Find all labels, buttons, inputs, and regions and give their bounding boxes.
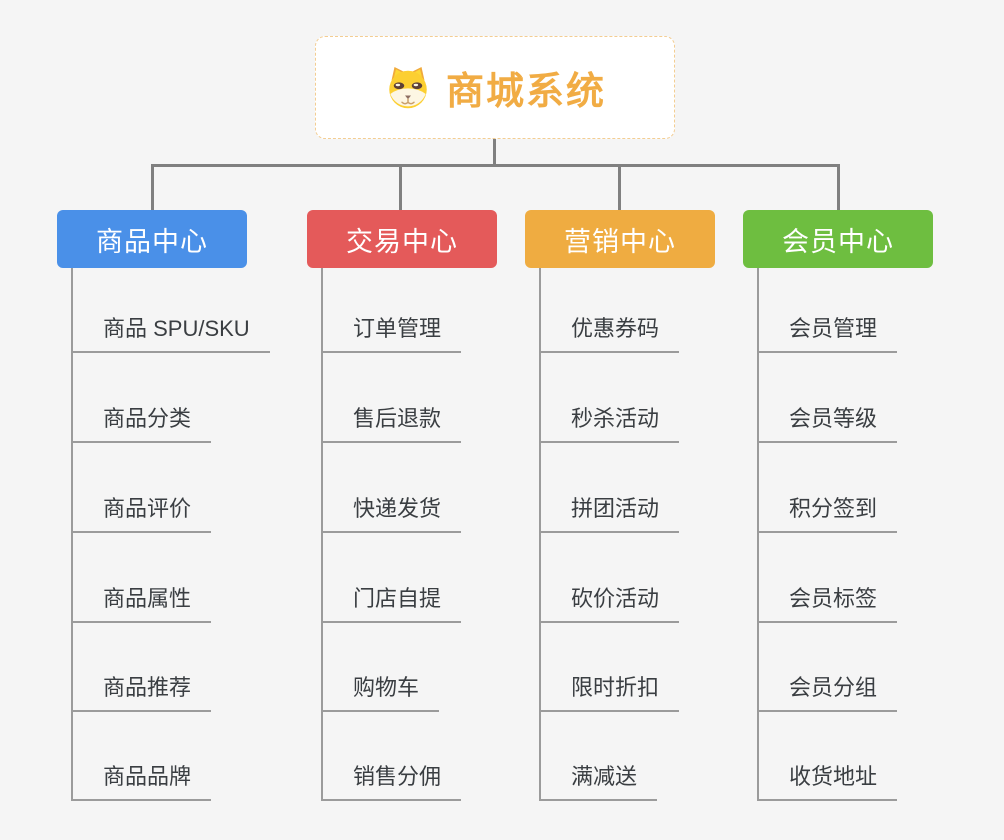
leaf-item[interactable]: 收货地址 — [757, 761, 898, 801]
leaf-item[interactable]: 商品推荐 — [71, 672, 212, 712]
branch-node-products[interactable]: 商品中心 — [57, 210, 247, 268]
branch-trunk-line — [321, 268, 323, 801]
connector-drop-marketing — [618, 164, 621, 210]
leaf-item[interactable]: 秒杀活动 — [539, 403, 680, 443]
branch-trunk-line — [71, 268, 73, 801]
connector-root-vertical — [493, 139, 496, 165]
leaf-item[interactable]: 满减送 — [539, 761, 658, 801]
leaf-item[interactable]: 积分签到 — [757, 493, 898, 533]
leaf-item[interactable]: 会员等级 — [757, 403, 898, 443]
leaf-item[interactable]: 购物车 — [321, 672, 440, 712]
leaf-item[interactable]: 订单管理 — [321, 313, 462, 353]
leaf-item[interactable]: 砍价活动 — [539, 583, 680, 623]
leaf-item[interactable]: 商品品牌 — [71, 761, 212, 801]
branch-products: 商品中心 商品 SPU/SKU 商品分类 商品评价 商品属性 商品推荐 商品品牌 — [57, 210, 317, 820]
branch-node-trade[interactable]: 交易中心 — [307, 210, 497, 268]
leaf-item[interactable]: 会员分组 — [757, 672, 898, 712]
branch-node-marketing[interactable]: 营销中心 — [525, 210, 715, 268]
root-node-label: 商城系统 — [445, 71, 606, 113]
leaf-item[interactable]: 拼团活动 — [539, 493, 680, 533]
leaf-item[interactable]: 快递发货 — [321, 493, 462, 533]
leaf-item[interactable]: 限时折扣 — [539, 672, 680, 712]
leaf-item[interactable]: 商品属性 — [71, 583, 212, 623]
branch-trade: 交易中心 订单管理 售后退款 快递发货 门店自提 购物车 销售分佣 — [307, 210, 567, 820]
leaf-item[interactable]: 销售分佣 — [321, 761, 462, 801]
leaf-item[interactable]: 商品评价 — [71, 493, 212, 533]
branch-trunk-line — [539, 268, 541, 801]
leaf-item[interactable]: 会员管理 — [757, 313, 898, 353]
connector-drop-products — [151, 164, 154, 210]
root-node[interactable]: 商城系统 — [315, 36, 675, 139]
leaf-item[interactable]: 商品 SPU/SKU — [71, 313, 270, 353]
leaf-item[interactable]: 商品分类 — [71, 403, 212, 443]
branch-trunk-line — [757, 268, 759, 801]
leaf-item[interactable]: 优惠券码 — [539, 313, 680, 353]
branch-marketing: 营销中心 优惠券码 秒杀活动 拼团活动 砍价活动 限时折扣 满减送 — [525, 210, 785, 820]
leaf-item[interactable]: 会员标签 — [757, 583, 898, 623]
connector-drop-members — [837, 164, 840, 210]
branch-members: 会员中心 会员管理 会员等级 积分签到 会员标签 会员分组 收货地址 — [743, 210, 1003, 820]
connector-horizontal — [151, 164, 840, 167]
leaf-item[interactable]: 门店自提 — [321, 583, 462, 623]
shiba-dog-icon — [389, 66, 427, 108]
leaf-item[interactable]: 售后退款 — [321, 403, 462, 443]
connector-drop-trade — [399, 164, 402, 210]
branch-node-members[interactable]: 会员中心 — [743, 210, 933, 268]
